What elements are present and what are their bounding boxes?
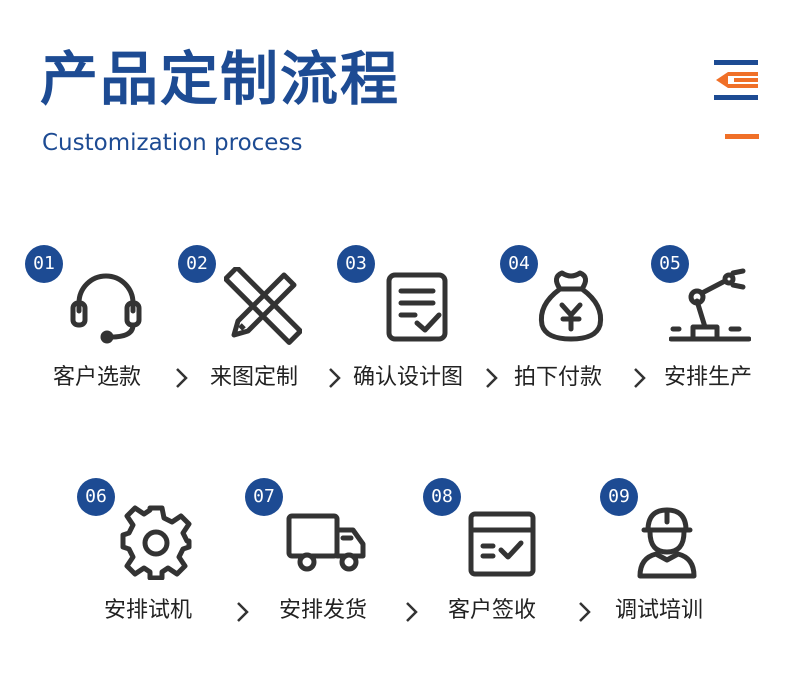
robot-arm-icon: [669, 267, 751, 345]
step-04: 04 拍下付款: [500, 245, 630, 395]
step-label: 来图定制: [210, 365, 299, 390]
step-number: 09: [600, 478, 638, 516]
step-label: 确认设计图: [353, 365, 464, 390]
step-07: 07 安排发货: [245, 478, 375, 628]
truck-icon: [285, 502, 366, 580]
step-number: 04: [500, 245, 538, 283]
step-label: 拍下付款: [514, 365, 603, 390]
step-number: 06: [77, 478, 115, 516]
step-number: 07: [245, 478, 283, 516]
step-label: 调试培训: [615, 598, 704, 623]
step-number: 02: [178, 245, 216, 283]
headset-icon: [67, 267, 145, 345]
gear-icon: [117, 502, 195, 580]
chevron-right-icon: [482, 363, 502, 393]
step-label: 安排发货: [279, 598, 368, 623]
chevron-right-icon: [402, 597, 422, 627]
step-label: 客户签收: [448, 598, 537, 623]
step-05: 05 安排生产: [651, 245, 781, 395]
step-number: 08: [423, 478, 461, 516]
box-check-icon: [463, 502, 541, 580]
menu-icon[interactable]: [712, 58, 760, 102]
worker-icon: [628, 502, 706, 580]
step-label: 客户选款: [53, 365, 142, 390]
step-08: 08 客户签收: [423, 478, 553, 628]
step-09: 09 调试培训: [600, 478, 730, 628]
chevron-right-icon: [233, 597, 253, 627]
step-label: 安排生产: [664, 365, 753, 390]
money-bag-icon: [532, 267, 610, 345]
step-number: 03: [337, 245, 375, 283]
page-title: 产品定制流程: [40, 45, 401, 113]
chevron-right-icon: [325, 363, 345, 393]
accent-dash: [725, 134, 759, 139]
chevron-right-icon: [172, 363, 192, 393]
step-06: 06 安排试机: [77, 478, 207, 628]
ruler-pencil-icon: [224, 267, 302, 345]
step-01: 01 客户选款: [25, 245, 155, 395]
page-subtitle: Customization process: [42, 130, 303, 156]
document-check-icon: [379, 267, 457, 345]
step-number: 01: [25, 245, 63, 283]
step-03: 03 确认设计图: [337, 245, 467, 395]
chevron-right-icon: [575, 597, 595, 627]
chevron-right-icon: [630, 363, 650, 393]
step-label: 安排试机: [104, 598, 193, 623]
step-02: 02 来图定制: [178, 245, 308, 395]
step-number: 05: [651, 245, 689, 283]
